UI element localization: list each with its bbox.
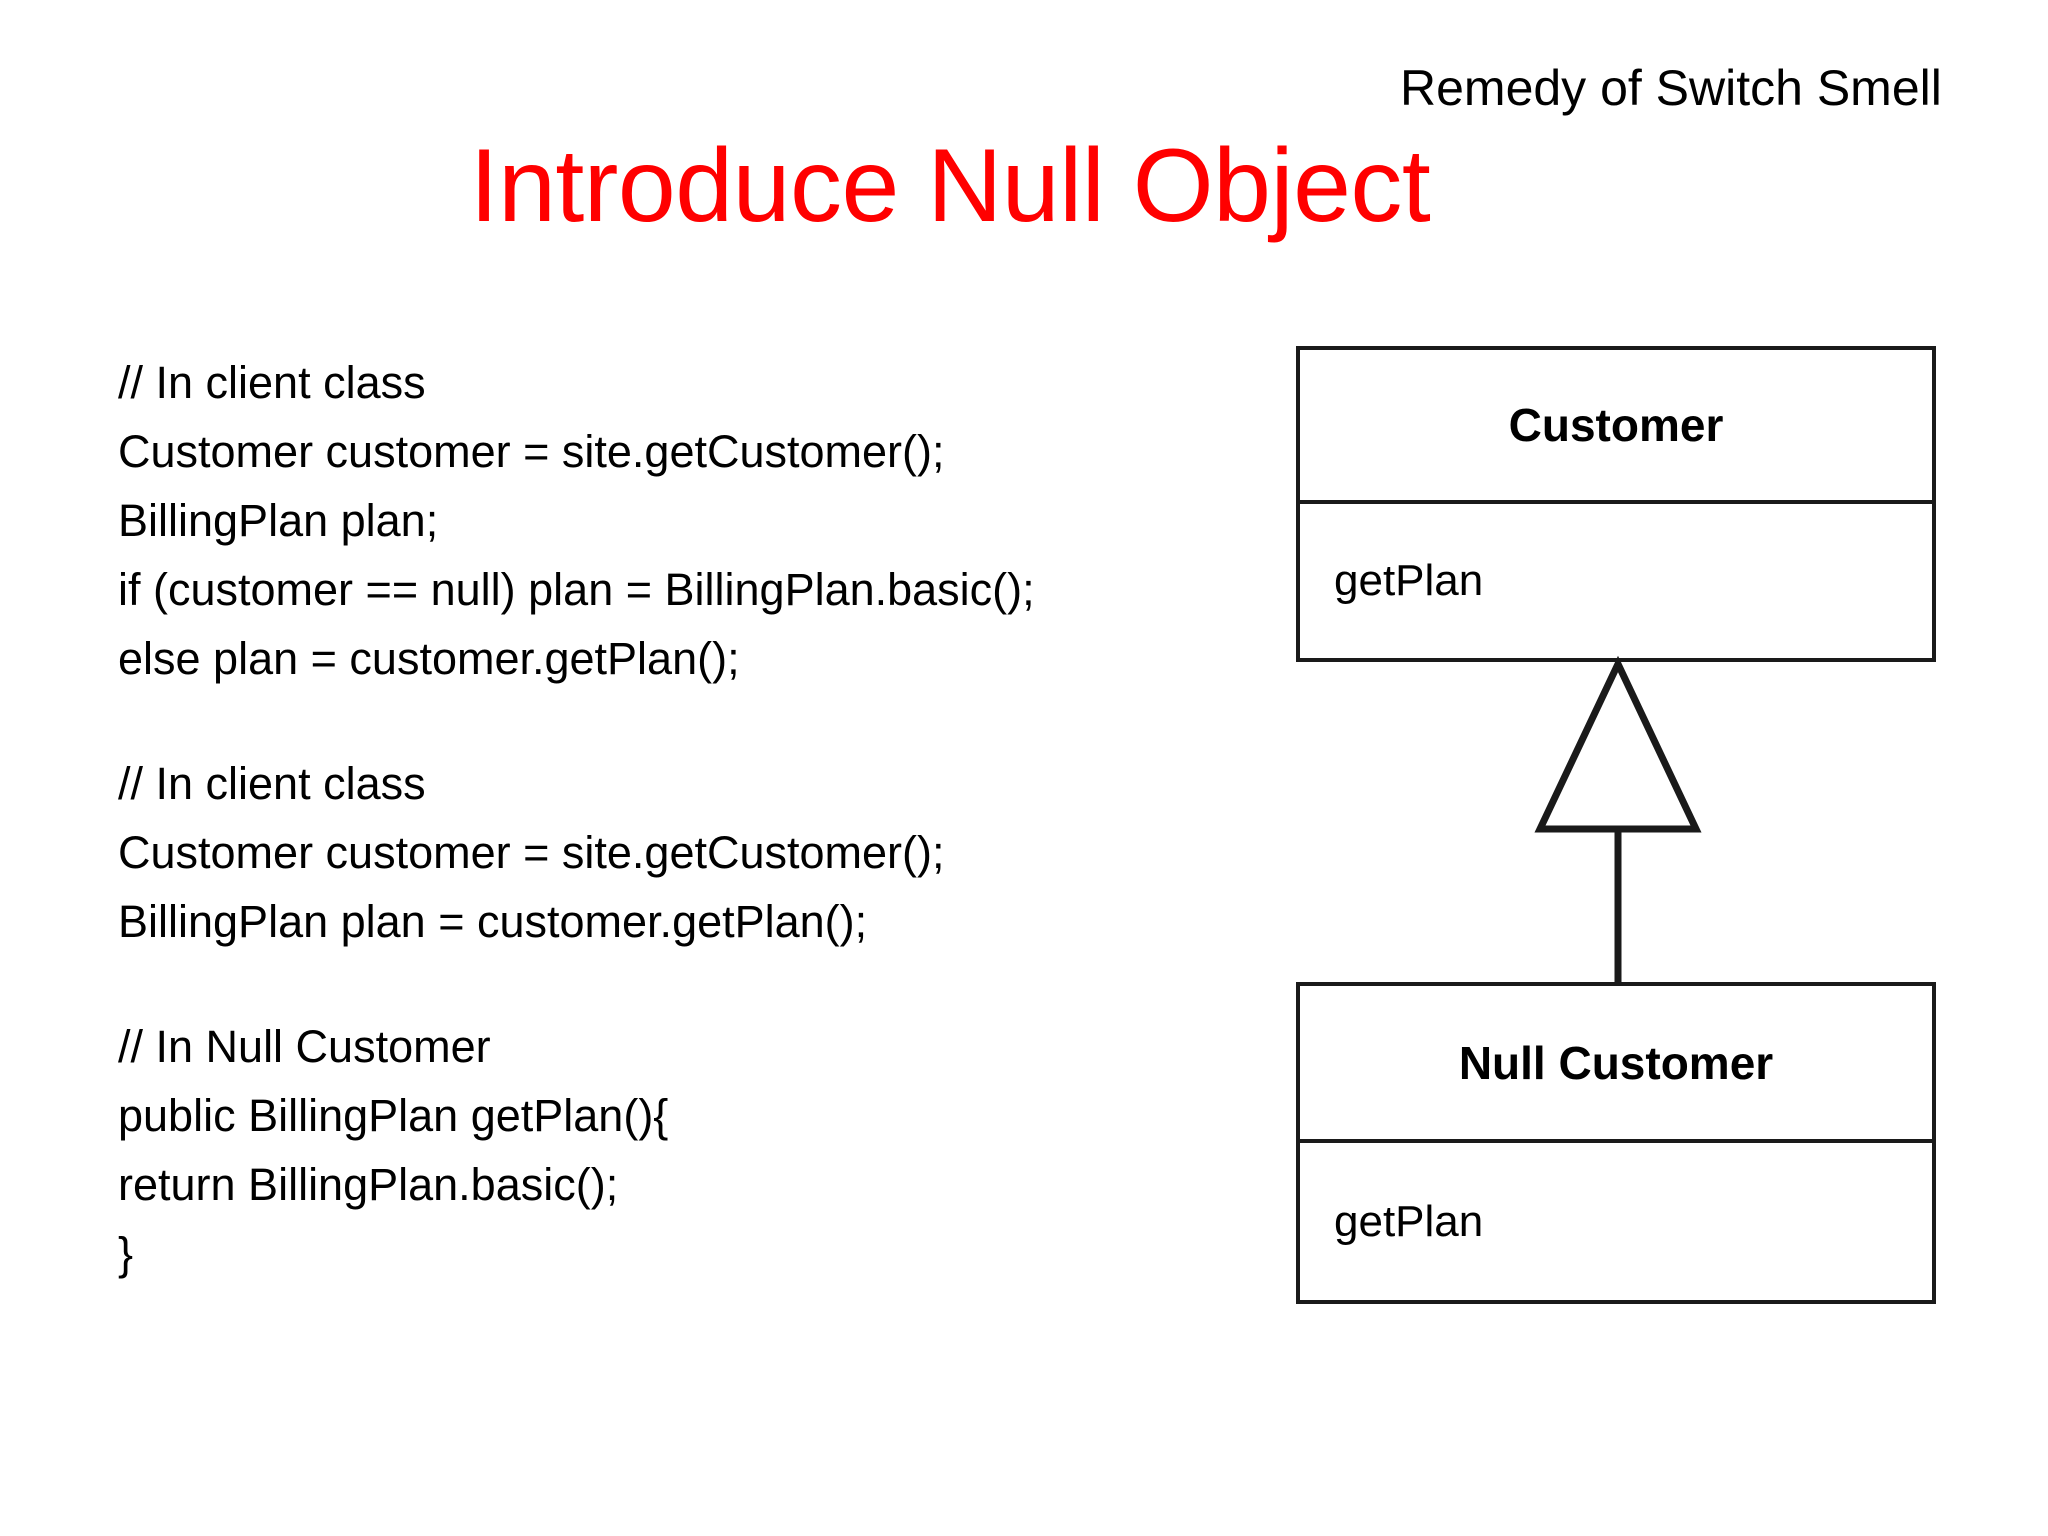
generalization-triangle-icon [1534,655,1702,833]
code-line: return BillingPlan.basic(); [118,1159,619,1210]
code-line: // In client class [118,758,426,809]
uml-operation-name: getPlan [1334,1196,1484,1246]
code-line: Customer customer = site.getCustomer(); [118,827,945,878]
code-line: public BillingPlan getPlan(){ [118,1090,669,1141]
slide-header-label: Remedy of Switch Smell [1400,60,1942,116]
uml-class-name: Null Customer [1458,1036,1774,1089]
uml-class-null-customer: Null Customer getPlan [1296,982,1936,1304]
code-line: else plan = customer.getPlan(); [118,633,740,684]
code-line: if (customer == null) plan = BillingPlan… [118,564,1035,615]
code-line: BillingPlan plan; [118,495,439,546]
uml-name-compartment: Customer [1300,350,1932,504]
uml-operations-compartment: getPlan [1300,504,1932,658]
uml-class-name: Customer [1508,399,1724,451]
code-line: BillingPlan plan = customer.getPlan(); [118,896,868,947]
code-block-null-customer-class: // In Null Customer public BillingPlan g… [118,1012,1248,1288]
code-column: // In client class Customer customer = s… [118,348,1248,1288]
uml-name-compartment: Null Customer [1300,986,1932,1143]
code-line: // In client class [118,357,426,408]
code-line: // In Null Customer [118,1021,491,1072]
uml-class-diagram: Customer getPlan Null Customer getPlan [1296,346,1942,1308]
uml-operations-compartment: getPlan [1300,1143,1932,1300]
page-title: Introduce Null Object [469,128,1431,244]
code-block-client-class-before: // In client class Customer customer = s… [118,348,1248,693]
code-block-client-class-after: // In client class Customer customer = s… [118,749,1248,956]
code-line: Customer customer = site.getCustomer(); [118,426,945,477]
code-line: } [118,1228,134,1279]
uml-class-customer: Customer getPlan [1296,346,1936,662]
uml-operation-name: getPlan [1334,556,1484,605]
